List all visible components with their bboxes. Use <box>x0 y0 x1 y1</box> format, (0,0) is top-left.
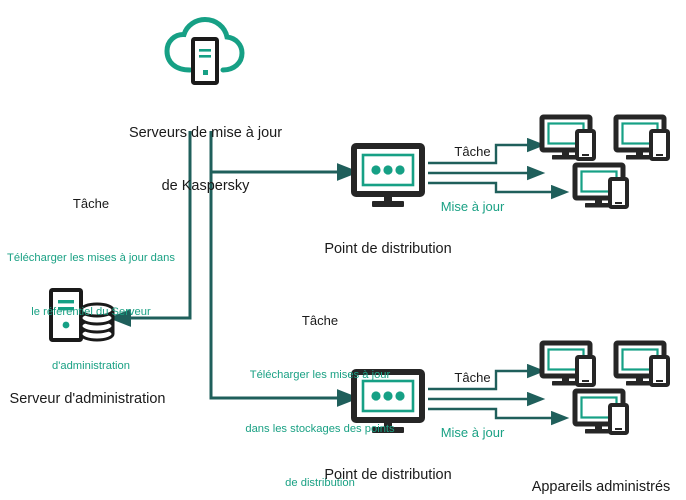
task-download-to-distribution-points: Tâche Télécharger les mises à jour dans … <box>225 274 415 500</box>
task-download-to-repository-line3: d'administration <box>51 359 130 372</box>
monitor-phone-icon-bottom-3 <box>572 388 629 435</box>
task-download-to-repository-title: Tâche <box>72 196 110 212</box>
administration-server-label: Serveur d'administration <box>0 356 175 444</box>
monitor-dots-icon-bottom <box>351 369 425 433</box>
distribution-point-bottom-label-text: Point de distribution <box>324 467 452 484</box>
administration-server-label-text: Serveur d'administration <box>9 391 166 408</box>
server-database-icon <box>49 288 115 342</box>
distribution-point-bottom-label: Point de distribution <box>303 432 473 500</box>
managed-devices-label-line1: Appareils administrés <box>531 479 671 496</box>
monitor-dots-icon-top <box>351 143 425 207</box>
cloud-server-icon <box>164 16 245 85</box>
distribution-point-top-label: Point de distribution <box>303 206 473 294</box>
monitor-phone-icon-bottom-1 <box>539 340 596 387</box>
kaspersky-update-servers-label-line2: de Kaspersky <box>161 178 250 195</box>
task-update-bottom-body: Mise à jour <box>440 424 505 440</box>
task-download-to-repository-line2: le référentiel du Serveur <box>31 305 151 318</box>
connector-lines <box>108 131 570 426</box>
task-update-bottom-title: Tâche <box>454 370 491 386</box>
connector-top-dp-to-devices <box>428 137 570 200</box>
monitor-phone-icon-top-3 <box>572 162 629 209</box>
task-download-to-distribution-points-line3: de distribution <box>285 476 355 489</box>
monitor-phone-icon-bottom-2 <box>613 340 670 387</box>
task-download-to-distribution-points-line1: Télécharger les mises à jour <box>249 368 391 381</box>
monitor-phone-icon-top-2 <box>613 114 670 161</box>
connector-bottom-dp-to-devices <box>428 363 570 426</box>
kaspersky-update-servers-label-line1: Serveurs de mise à jour <box>128 125 283 142</box>
task-update-top-title: Tâche <box>454 144 491 160</box>
managed-devices-label: Appareils administrés (plus de 300) <box>516 444 686 500</box>
connector-cloud-to-distribution-points <box>209 131 360 407</box>
task-download-to-distribution-points-title: Tâche <box>301 313 339 329</box>
monitor-phone-icon-top-1 <box>539 114 596 161</box>
connector-cloud-to-admin-server <box>108 131 192 327</box>
kaspersky-update-servers-label: Serveurs de mise à jour de Kaspersky <box>83 90 328 232</box>
task-update-bottom: Tâche Mise à jour <box>410 331 535 480</box>
task-update-top: Tâche Mise à jour <box>410 105 535 254</box>
task-download-to-distribution-points-line2: dans les stockages des points <box>245 422 395 435</box>
task-download-to-repository-line1: Télécharger les mises à jour dans <box>7 251 175 264</box>
distribution-point-top-label-text: Point de distribution <box>324 241 452 258</box>
task-download-to-repository: Tâche Télécharger les mises à jour dans … <box>0 157 182 412</box>
task-update-top-body: Mise à jour <box>440 198 505 214</box>
